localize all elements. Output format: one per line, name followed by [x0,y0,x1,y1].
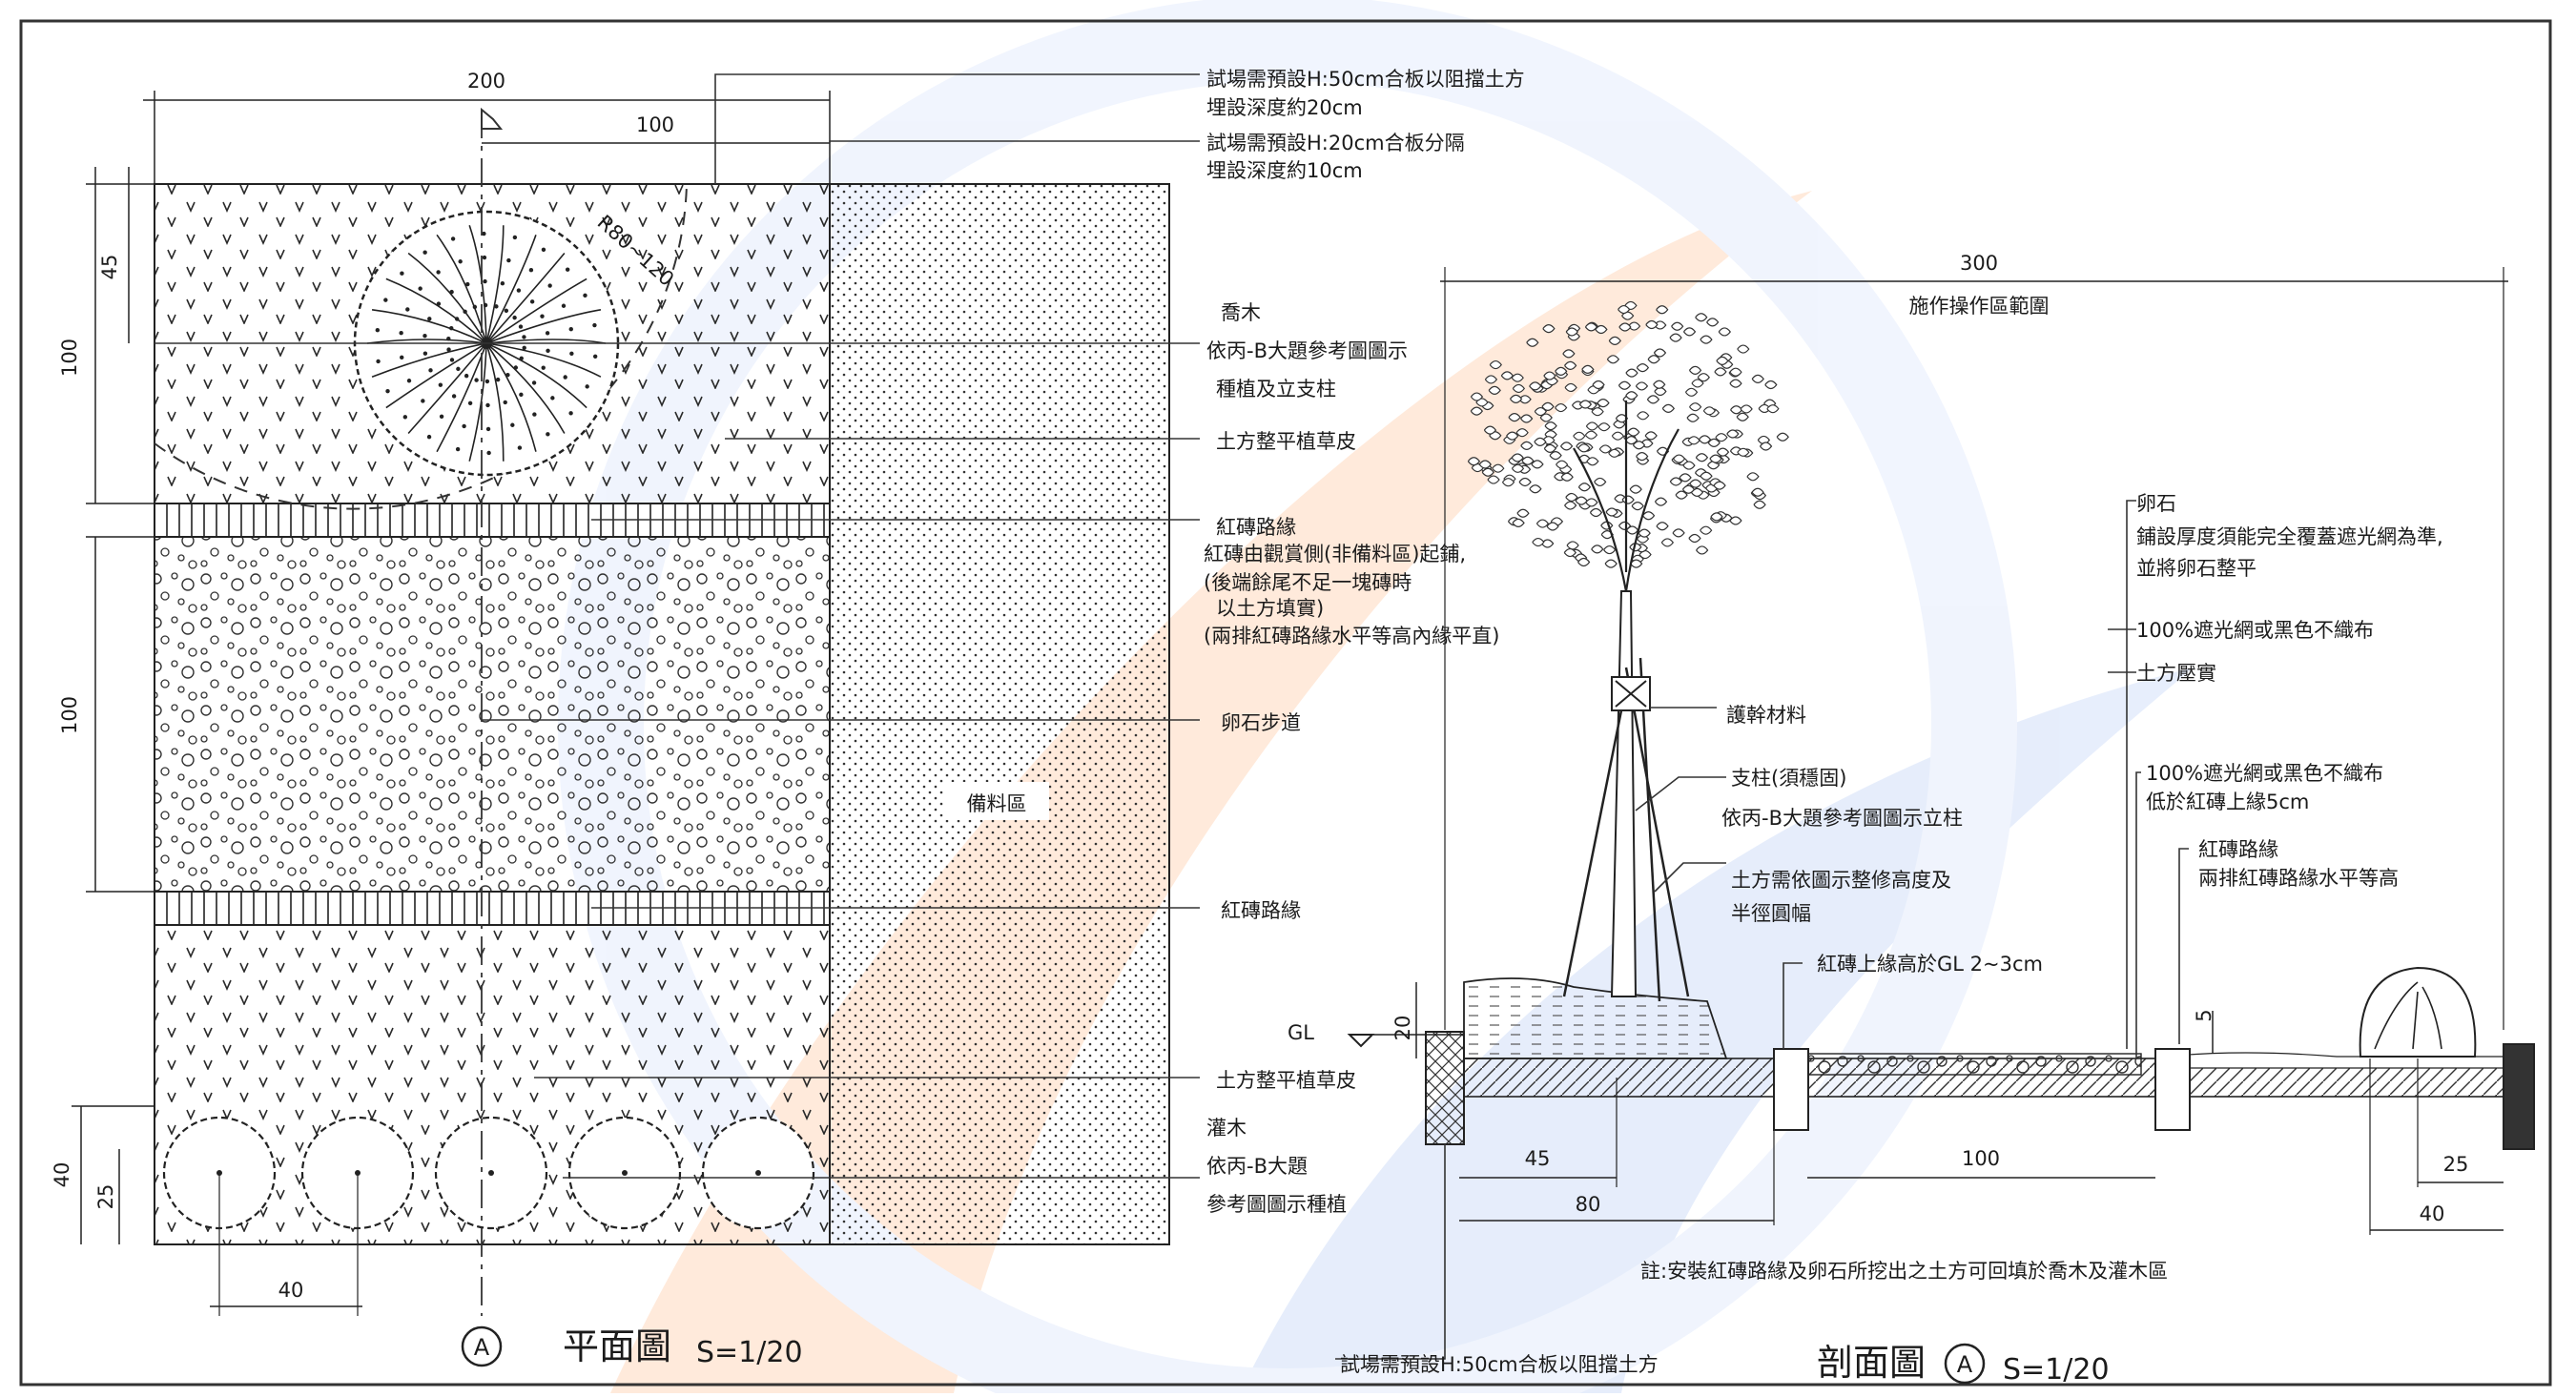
dim-45-section: 45 [1525,1147,1551,1170]
dim-20: 20 [1391,1016,1414,1041]
note-board20-l2: 埋設深度約10cm [1206,159,1363,182]
note-support-l2: 依丙-B大題參考圖圖示立柱 [1721,807,1963,830]
dim-40-left: 40 [51,1162,73,1188]
note-brick-height: 紅磚上緣高於GL 2~3cm [1817,953,2043,976]
note-tree-l3: 種植及立支柱 [1216,378,1336,401]
dim-40-bottom: 40 [278,1279,304,1302]
dim-100: 100 [636,113,674,136]
dim-40-section: 40 [2420,1202,2445,1225]
note-brick-1-l4: 以土方填實) [1216,597,1324,620]
note-board20-l1: 試場需預設H:20cm合板分隔 [1206,132,1465,154]
section-marker-label: A [1957,1351,1973,1378]
note-brick-2: 紅磚路緣 [1221,899,1301,922]
section-drawing: 300 施作操作區範圍 GL [1288,252,2535,1387]
section-brick-right [2154,1048,2191,1131]
note-brick-1-l2: 紅磚由觀賞側(非備料區)起鋪, [1204,543,1466,565]
plan-title: 平面圖 [563,1325,671,1367]
dim-25-left: 25 [94,1184,117,1210]
section-brick-left [1773,1048,1809,1131]
note-soil-compact: 土方壓實 [2136,662,2216,685]
note-footnote: 註:安裝紅磚路緣及卵石所挖出之土方可回填於喬木及灌木區 [1640,1260,2168,1283]
note-shrub-l3: 參考圖圖示種植 [1206,1193,1347,1216]
section-marker [1944,1343,1986,1385]
dim-100-mid: 100 [58,696,81,734]
note-shade-net-2-l2: 低於紅磚上緣5cm [2146,791,2309,813]
section-tree [1467,300,1789,1002]
dim-100-top: 100 [58,339,81,377]
note-shade-net-1: 100%遮光網或黑色不織布 [2136,619,2374,642]
stock-label-bg [944,782,1049,820]
stock-area-label: 備料區 [967,792,1027,815]
section-scale: S=1/20 [2003,1353,2110,1387]
note-soil-shape-l1: 土方需依圖示整修高度及 [1731,869,1951,892]
note-brick-edge-l1: 紅磚路緣 [2198,838,2278,861]
note-pebble-path: 卵石步道 [1221,711,1301,734]
dim-200: 200 [467,70,505,92]
note-board50-l2: 埋設深度約20cm [1206,96,1363,119]
note-support-l1: 支柱(須穩固) [1731,767,1846,790]
note-pebble-l2: 鋪設厚度須能完全覆蓋遮光網為準, [2136,525,2443,548]
work-area-label: 施作操作區範圍 [1909,295,2050,318]
dim-80: 80 [1576,1193,1601,1216]
plan-scale: S=1/20 [696,1336,803,1369]
note-shade-net-2-l1: 100%遮光網或黑色不織布 [2146,762,2383,785]
note-tree-l2: 依丙-B大題參考圖圖示 [1206,339,1408,362]
plan-section-marker-label: A [474,1334,490,1361]
plan-stock-area [829,183,1170,1245]
sheet-border [19,19,2552,1387]
note-soil-shape-l2: 半徑圓幅 [1731,902,1811,925]
gl-label: GL [1288,1021,1314,1044]
note-board-bottom: 試場需預設H:50cm合板以阻擋土方 [1340,1353,1659,1376]
plan-pebble-path [154,536,831,893]
section-board-right [2503,1043,2535,1150]
dim-100-section: 100 [1962,1147,2000,1170]
section-title: 剖面圖 [1817,1342,1926,1384]
dim-300: 300 [1960,252,1998,275]
plan-leaders [155,73,1200,1179]
note-shrub-l2: 依丙-B大題 [1206,1155,1308,1178]
note-brick-edge-l2: 兩排紅磚路緣水平等高 [2198,867,2399,890]
note-tree-l1: 喬木 [1221,301,1261,324]
note-board50-l1: 試場需預設H:50cm合板以阻擋土方 [1206,68,1525,91]
note-protect: 護幹材料 [1726,704,1806,727]
note-brick-1-l1: 紅磚路緣 [1216,516,1296,539]
note-brick-1-l5: (兩排紅磚路緣水平等高內緣平直) [1204,625,1499,647]
plan-section-marker [461,1325,503,1367]
section-board-left [1425,1031,1465,1145]
note-pebble-l1: 卵石 [2136,492,2176,515]
note-brick-1-l3: (後端餘尾不足一塊磚時 [1204,571,1412,594]
plan-drawing: 備料區 200 100 45 100 100 [51,68,1525,1369]
dim-45: 45 [98,255,121,280]
section-tree-mound [1463,977,1728,1059]
dim-5: 5 [2193,1009,2215,1021]
note-turf-bottom: 土方整平植草皮 [1216,1069,1356,1092]
note-turf-top: 土方整平植草皮 [1216,430,1356,453]
section-pebble-layer [1806,1053,2142,1076]
note-shrub-l1: 灌木 [1206,1117,1247,1140]
section-leaders [1335,500,2189,1360]
dim-25-section: 25 [2443,1153,2469,1176]
north-flag [481,107,504,130]
section-shrub [2359,966,2477,1058]
note-pebble-l3: 並將卵石整平 [2136,557,2257,580]
